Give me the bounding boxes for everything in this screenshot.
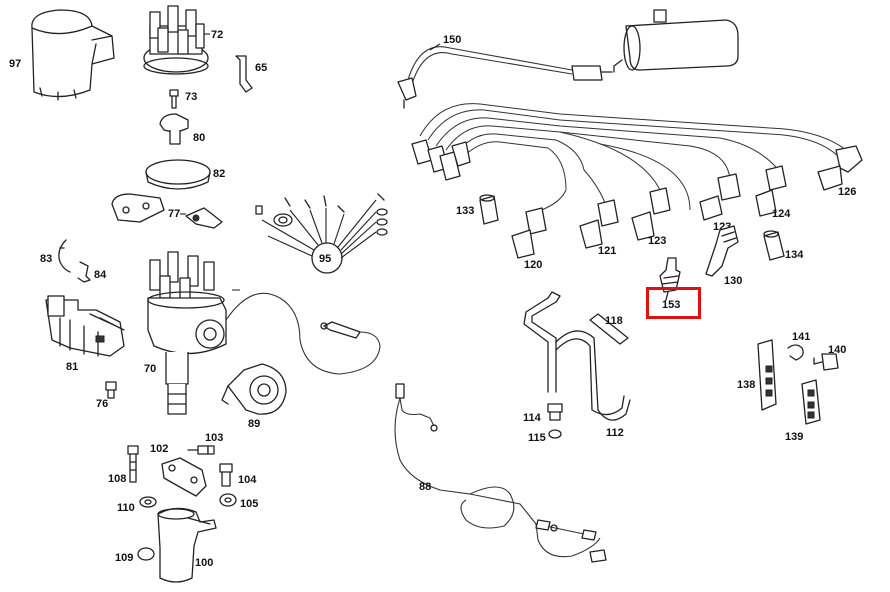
callout-100: 100 [195,557,213,569]
part-115-washer[interactable] [548,429,562,439]
callout-123-b: 123 [648,235,666,247]
callout-121: 121 [598,245,616,257]
part-105-washer[interactable] [219,493,237,507]
part-65-bracket[interactable] [235,55,253,93]
callout-108: 108 [108,473,126,485]
callout-65: 65 [255,62,267,74]
part-84-clip[interactable] [77,261,91,283]
callout-105: 105 [240,498,258,510]
part-103-screw[interactable] [187,445,215,455]
callout-102: 102 [150,443,168,455]
callout-81: 81 [66,361,78,373]
callout-114: 114 [523,412,542,424]
part-120-plug-connector[interactable] [511,207,547,259]
callout-115: 115 [528,432,546,444]
part-118-hose[interactable] [589,313,629,345]
part-89-vacuum-unit[interactable] [221,363,287,415]
callout-77: 77 [168,208,180,220]
part-88-cable[interactable] [394,383,607,563]
part-123-plug-connector-b[interactable] [631,187,671,241]
part-70-distributor[interactable] [147,251,227,415]
callout-103: 103 [205,432,223,444]
part-121-plug-connector[interactable] [579,199,619,249]
callout-95: 95 [319,253,331,265]
ignition-wire-harness[interactable] [411,103,847,213]
callout-141: 141 [792,331,810,343]
callout-73: 73 [185,91,197,103]
highlight-box-153 [646,287,701,319]
part-104-screw[interactable] [219,463,233,487]
callout-139: 139 [785,431,803,443]
part-76-screw[interactable] [105,381,117,399]
callout-83: 83 [40,253,52,265]
callout-150: 150 [443,34,461,46]
part-153-spark-plug[interactable] [659,257,681,301]
leader-150 [429,43,441,51]
part-133-boot[interactable] [479,194,499,225]
part-126-plug-connector[interactable] [817,145,863,191]
callout-153: 153 [662,299,680,311]
callout-104: 104 [238,474,257,486]
part-97-cap-cover[interactable] [31,9,115,101]
callout-134: 134 [785,249,804,261]
part-130-rotor-contact[interactable] [705,225,739,277]
part-138-connector-strip[interactable] [757,339,777,411]
callout-76: 76 [96,398,108,410]
part-80-rotor[interactable] [159,113,189,145]
callout-130: 130 [724,275,742,287]
part-82-dust-shield[interactable] [145,159,211,190]
part-123-plug-connector-a[interactable] [699,173,741,221]
callout-84: 84 [94,269,107,281]
callout-82: 82 [213,168,225,180]
callout-126: 126 [838,186,856,198]
wire-distributor-lead [225,292,381,375]
part-81-connector-block[interactable] [45,295,125,357]
part-110-washer[interactable] [139,496,157,508]
part-102-terminal-plate[interactable] [161,457,207,497]
part-83-clip[interactable] [58,239,71,273]
callout-88: 88 [419,481,431,493]
part-coil[interactable] [613,9,739,73]
part-109-cap[interactable] [137,547,155,561]
part-139-connector-strip[interactable] [801,379,821,425]
part-77-contact-points[interactable] [111,193,223,229]
callout-70: 70 [144,363,156,375]
part-134-boot[interactable] [763,230,785,261]
part-73-screw[interactable] [169,89,179,109]
callout-124: 124 [772,208,791,220]
callout-133: 133 [456,205,474,217]
part-114-screw[interactable] [547,403,563,421]
callout-112: 112 [606,427,624,439]
part-140-screw[interactable] [813,353,839,371]
callout-80: 80 [193,132,205,144]
part-72-distributor-cap[interactable] [143,5,209,75]
callout-110: 110 [117,502,135,514]
callout-109: 109 [115,552,133,564]
part-100-housing[interactable] [157,507,217,583]
callout-138: 138 [737,379,755,391]
part-150-coil-lead[interactable] [397,46,613,109]
callout-97: 97 [9,58,21,70]
part-108-screw[interactable] [127,445,139,483]
callout-89: 89 [248,418,260,430]
part-141-clip[interactable] [787,344,804,361]
callout-72: 72 [211,29,223,41]
callout-118: 118 [605,315,623,327]
callout-140: 140 [828,344,846,356]
part-112-tube[interactable] [523,291,631,421]
part-124-plug-connector[interactable] [755,165,787,217]
part-95-small-parts-kit[interactable] [255,193,388,274]
callout-120: 120 [524,259,542,271]
